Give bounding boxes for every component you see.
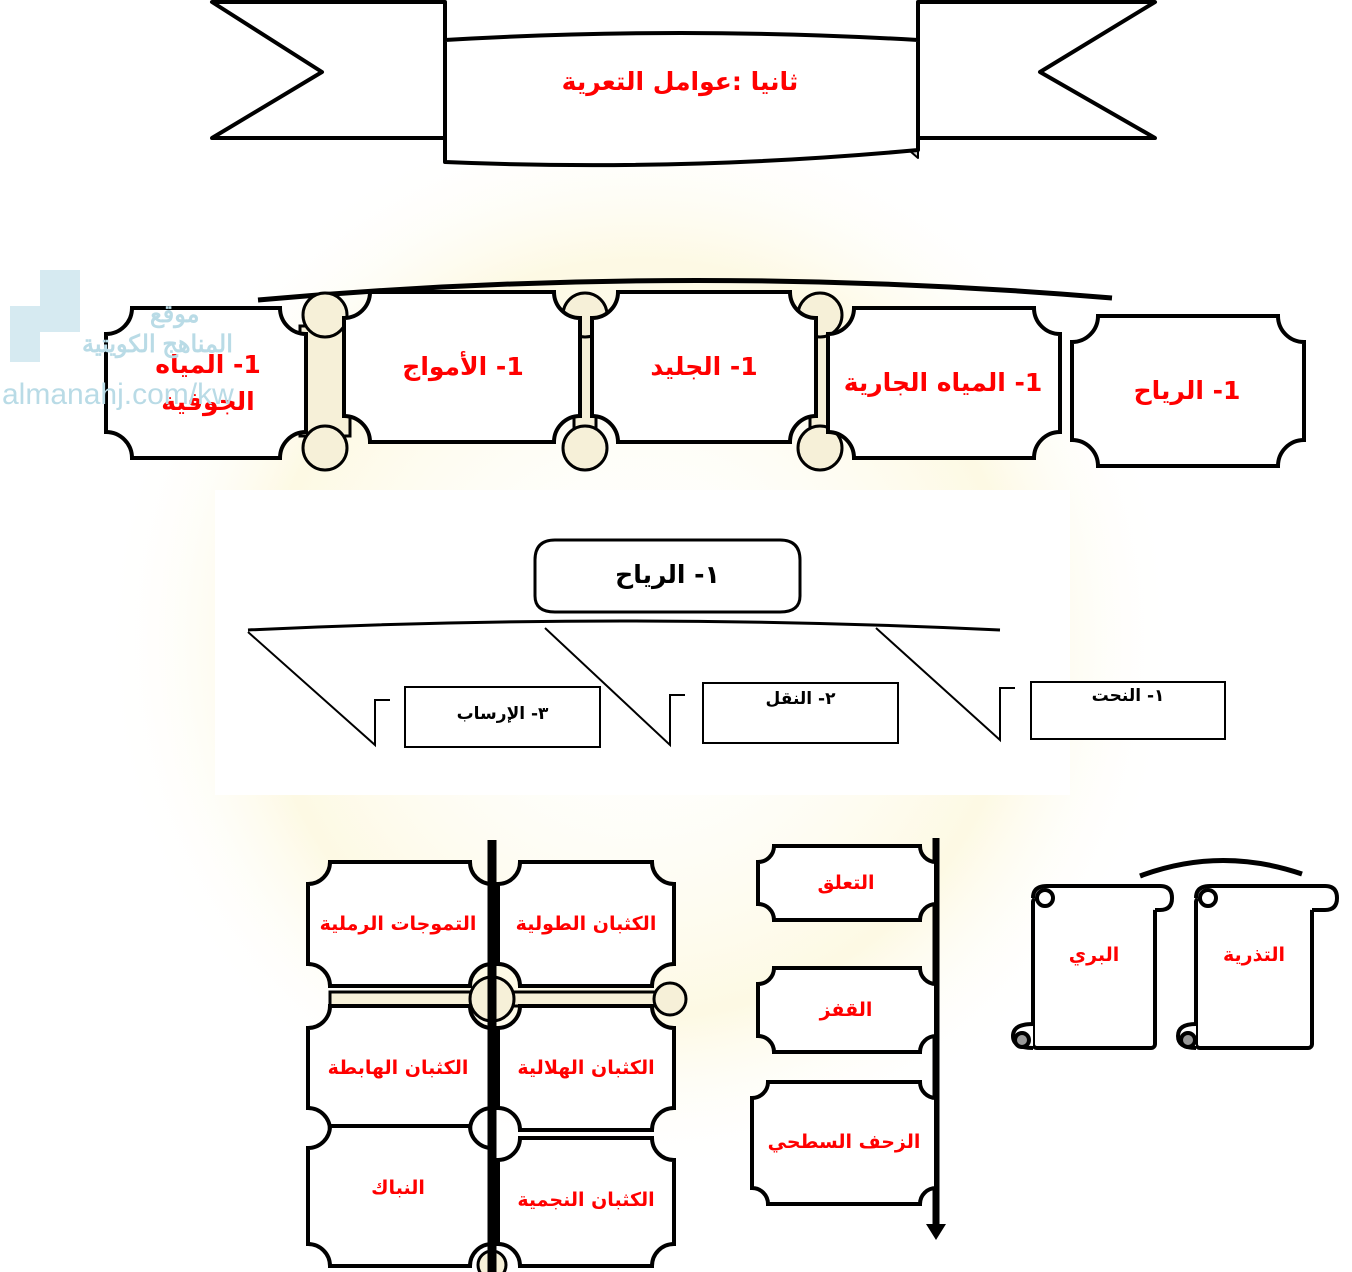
transport-suspension: التعلق — [817, 871, 875, 894]
wind-heading: ١- الرياح — [615, 560, 720, 590]
agent-box-0 — [1070, 314, 1306, 468]
deposition-box-2 — [496, 1004, 676, 1132]
transport-surface-creep: الزحف السطحي — [767, 1131, 921, 1154]
deposition-star-dunes: الكثبان النجمية — [517, 1188, 655, 1211]
erosion-brace — [1139, 858, 1303, 879]
watermark-line2: المناهج الكويتية — [82, 331, 233, 358]
scroll-tadhriya — [1175, 884, 1340, 1050]
agent-label-running-water: 1- المياه الجارية — [843, 368, 1043, 398]
transport-box-2 — [750, 1080, 938, 1206]
agent-boxes — [104, 290, 1306, 468]
agent-box-1 — [826, 306, 1062, 460]
deposition-falling-dunes: الكثبان الهابطة — [327, 1056, 469, 1079]
transport-box-0 — [756, 844, 938, 922]
transport-saltation: القفز — [819, 998, 873, 1021]
agent-label-wind: 1- الرياح — [1133, 376, 1241, 406]
banner-right-tail — [916, 0, 1157, 140]
agent-box-4 — [104, 306, 308, 460]
banner-left-tail — [210, 0, 447, 140]
wind-process-deposition: ٣- الإرساب — [456, 704, 549, 725]
watermark-line1: موقع — [150, 301, 200, 328]
deposition-sand-ripples: التموجات الرملية — [319, 912, 477, 935]
deposition-box-0 — [496, 860, 676, 988]
deposition-box-1 — [306, 860, 494, 988]
erosion-form-bari: البري — [1068, 943, 1120, 966]
agent-box-2 — [590, 290, 818, 444]
transport-box-1 — [756, 966, 938, 1054]
wind-panel — [215, 490, 1070, 795]
wind-process-erosion: ١- النحت — [1091, 686, 1165, 707]
title-banner — [210, 0, 1157, 168]
scroll-bari — [1010, 884, 1175, 1050]
erosion-form-tadhriya: التذرية — [1223, 943, 1285, 966]
banner-body — [443, 31, 920, 168]
deposition-box-4 — [496, 1136, 676, 1268]
transport-arrow-icon — [926, 1224, 946, 1240]
deposition-barchan-dunes: الكثبان الهلالية — [517, 1056, 655, 1079]
deposition-nabkha: النباك — [371, 1176, 425, 1199]
watermark-url: almanahj.com/kw — [2, 378, 234, 411]
agent-label-glacier: 1- الجليد — [650, 352, 758, 382]
deposition-box-5 — [306, 1124, 494, 1268]
agent-label-waves: 1- الأمواج — [402, 352, 524, 382]
watermark-logo-icon — [10, 270, 80, 362]
deposition-boxes — [306, 860, 676, 1268]
wind-process-transport: ٢- النقل — [765, 689, 836, 710]
agent-label-groundwater: 1- المياه الجوفية — [155, 349, 261, 417]
wind-heading-box — [533, 538, 802, 614]
wind-process-boxes — [404, 681, 1226, 748]
agent-box-3 — [342, 290, 582, 444]
wind-connectors — [247, 627, 1015, 748]
transport-boxes — [750, 844, 938, 1206]
page-title: ثانيا :عوامل التعرية — [561, 67, 799, 97]
deposition-longitudinal-dunes: الكثبان الطولية — [515, 912, 657, 935]
wind-brace — [247, 619, 1001, 632]
